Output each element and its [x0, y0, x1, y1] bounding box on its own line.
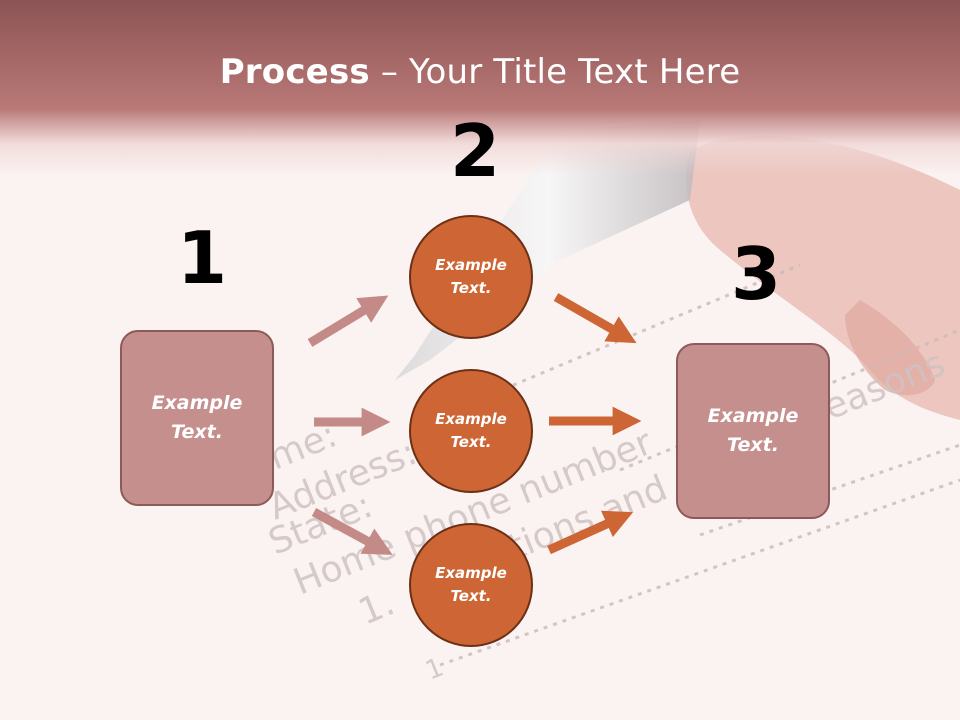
- step-2-circle-middle-text: Example Text.: [435, 410, 507, 451]
- arrow-2-to-3-top: [553, 293, 637, 344]
- step-1-text: Example Text.: [151, 392, 243, 443]
- arrow-1-to-2-top: [307, 295, 389, 347]
- title-bold: Process: [219, 52, 370, 92]
- step-3-box[interactable]: Example Text.: [676, 343, 830, 519]
- step-1-box[interactable]: Example Text.: [120, 330, 274, 506]
- step-2-circle-middle[interactable]: Example Text.: [409, 369, 533, 493]
- step-2-circle-top-text: Example Text.: [435, 256, 507, 297]
- slide-title: Process – Your Title Text Here: [0, 52, 960, 92]
- step-2-number: 2: [450, 109, 501, 193]
- step-1-number: 1: [177, 216, 228, 300]
- step-3-text: Example Text.: [707, 405, 799, 456]
- arrow-2-to-3-bottom: [547, 510, 634, 555]
- step-2-circle-bottom-text: Example Text.: [435, 564, 507, 605]
- title-rest: – Your Title Text Here: [369, 52, 741, 92]
- arrow-1-to-2-bottom: [311, 508, 393, 555]
- step-2-circle-bottom[interactable]: Example Text.: [409, 523, 533, 647]
- step-2-circle-top[interactable]: Example Text.: [409, 215, 533, 339]
- step-3-number: 3: [731, 232, 782, 316]
- finger-shape: [845, 300, 935, 396]
- title-band: [0, 0, 960, 175]
